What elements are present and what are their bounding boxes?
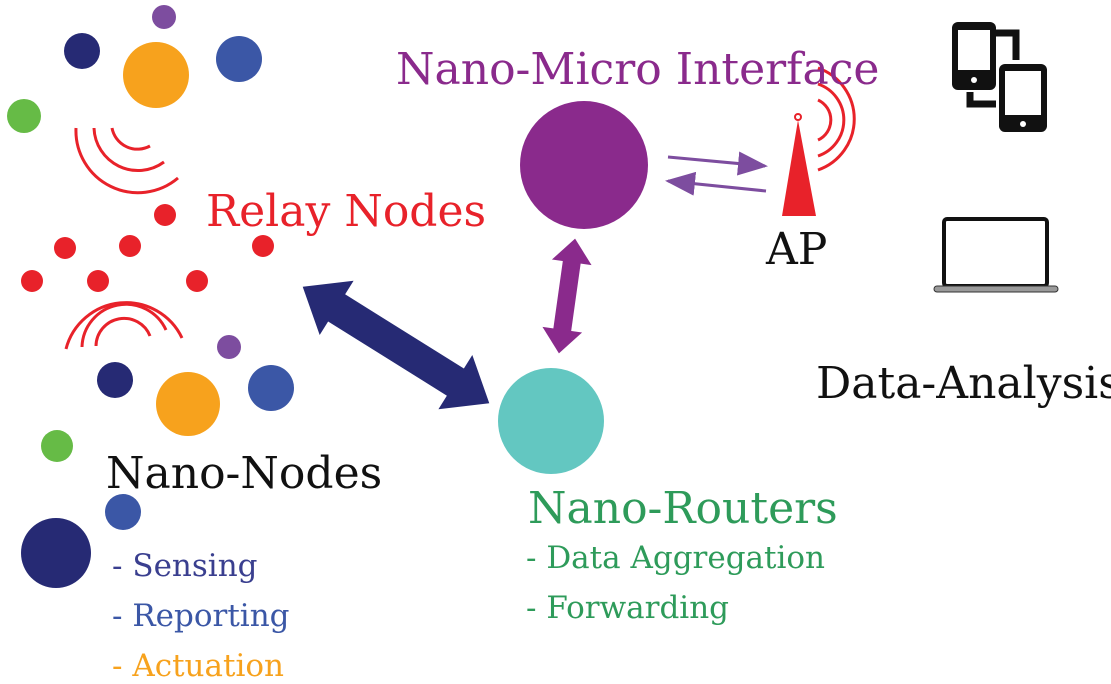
- nano-router-function-forwarding: - Forwarding: [526, 590, 730, 626]
- relay-node: [186, 270, 208, 292]
- nano-node-navy: [64, 33, 100, 69]
- nano-node-function-reporting: - Reporting: [112, 598, 290, 634]
- relay-node: [54, 237, 76, 259]
- nano-node-blue: [248, 365, 294, 411]
- relay-node: [21, 270, 43, 292]
- nano-router-node: [498, 368, 604, 474]
- relay-node: [119, 235, 141, 257]
- nano-routers-label: Nano-Routers: [528, 483, 838, 534]
- data-analysis-label: Data-Analysis: [816, 358, 1111, 409]
- nano-node-orange: [156, 372, 220, 436]
- laptop-icon: [933, 217, 1059, 293]
- relay-router-link-arrow: [302, 280, 490, 410]
- nano-nodes-label: Nano-Nodes: [106, 448, 383, 499]
- nano-node-blue: [216, 36, 262, 82]
- nano-node-navy-large: [21, 518, 91, 588]
- relay-nodes-label: Relay Nodes: [206, 186, 487, 237]
- interface-router-link-arrow: [542, 238, 592, 354]
- phone-tablet-sync-icon: [952, 22, 1047, 132]
- relay-node: [252, 235, 274, 257]
- nano-node-navy: [97, 362, 133, 398]
- wireless-signal-icon: [74, 127, 179, 195]
- nano-micro-interface-label: Nano-Micro Interface: [396, 44, 880, 95]
- antenna-tower-icon: [782, 66, 856, 216]
- relay-node: [87, 270, 109, 292]
- nano-node-purple-small: [152, 5, 176, 29]
- downlink-arrow: [665, 171, 767, 196]
- ap-label: AP: [766, 224, 828, 275]
- nano-node-green: [41, 430, 73, 462]
- nano-micro-interface-node: [520, 101, 648, 229]
- nano-node-blue: [105, 494, 141, 530]
- relay-node: [154, 204, 176, 226]
- relay-node-cluster: [21, 204, 274, 292]
- nano-node-green: [7, 99, 41, 133]
- nano-node-function-sensing: - Sensing: [112, 548, 258, 584]
- nano-node-orange: [123, 42, 189, 108]
- nano-node-function-actuation: - Actuation: [112, 648, 284, 684]
- wireless-signal-icon: [64, 301, 184, 350]
- nano-node-purple-small: [217, 335, 241, 359]
- uplink-arrow: [667, 151, 768, 176]
- nano-router-function-aggregation: - Data Aggregation: [526, 540, 826, 576]
